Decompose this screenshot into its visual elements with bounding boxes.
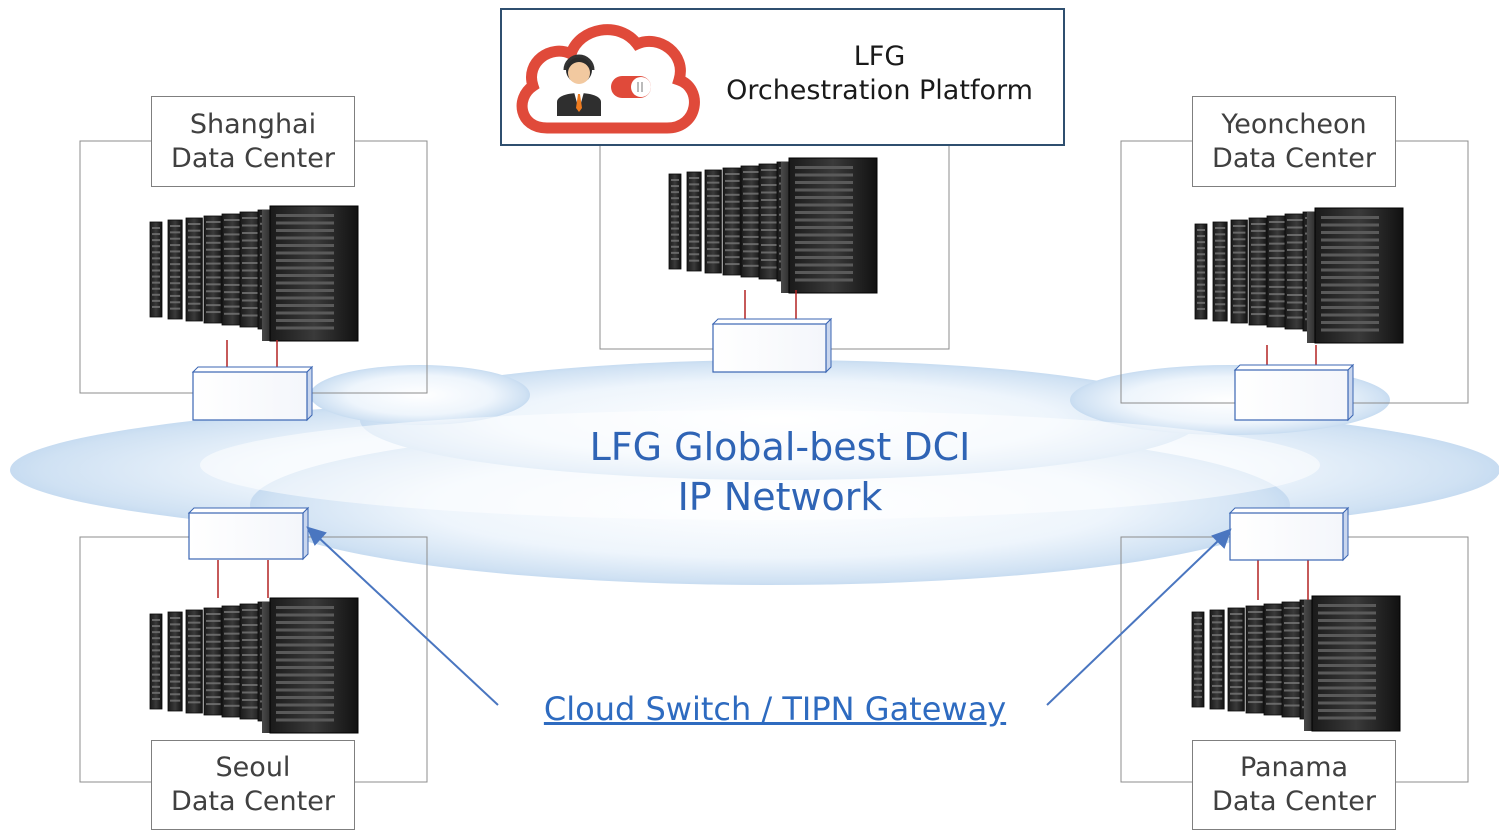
shanghai-label-line1: Shanghai	[189, 108, 317, 140]
server-cabinet-icon	[1311, 595, 1401, 732]
server-cabinet-icon	[269, 597, 359, 734]
panama-switch	[1228, 506, 1350, 562]
network-title-line1: LFG Global-best DCI	[589, 425, 971, 469]
platform-servers	[668, 157, 878, 294]
seoul-servers	[149, 597, 359, 734]
seoul-switch	[187, 506, 310, 561]
yeoncheon-switch	[1233, 363, 1355, 422]
panama-label: Panama Data Center	[1192, 740, 1396, 830]
server-cabinet-icon	[1314, 207, 1404, 344]
arrow-left	[317, 536, 499, 706]
platform-title: LFG Orchestration Platform	[712, 40, 1047, 108]
panama-label-line2: Data Center	[1212, 786, 1376, 817]
seoul-label-line2: Data Center	[171, 786, 335, 817]
cloud-support-logo-icon	[516, 24, 700, 134]
platform-switch	[711, 317, 833, 374]
platform-title-line2: Orchestration Platform	[726, 75, 1033, 106]
rack-links	[217, 290, 1317, 600]
shanghai-switch	[191, 365, 314, 422]
network-cloud	[10, 360, 1499, 585]
gateway-label-link[interactable]: Cloud Switch / TIPN Gateway	[543, 690, 1007, 728]
yeoncheon-label-line1: Yeoncheon	[1221, 108, 1367, 140]
seoul-label: Seoul Data Center	[151, 740, 355, 830]
platform-title-line1: LFG	[853, 41, 906, 72]
network-title: LFG Global-best DCI IP Network	[480, 422, 1080, 522]
gateway-arrows	[306, 526, 1232, 706]
shanghai-label: Shanghai Data Center	[151, 96, 355, 187]
arrow-left-head	[306, 526, 327, 546]
network-title-line2: IP Network	[677, 475, 883, 519]
shanghai-label-line2: Data Center	[171, 142, 335, 174]
yeoncheon-label-line2: Data Center	[1212, 142, 1376, 174]
yeoncheon-label: Yeoncheon Data Center	[1192, 96, 1396, 187]
shanghai-servers	[149, 205, 359, 342]
panama-servers	[1191, 595, 1401, 732]
orchestration-platform-box: LFG Orchestration Platform	[500, 8, 1065, 146]
seoul-label-line1: Seoul	[215, 752, 291, 783]
arrow-right-head	[1211, 528, 1232, 549]
arrow-right	[1046, 539, 1220, 706]
panama-label-line1: Panama	[1239, 752, 1349, 783]
server-cabinet-icon	[788, 157, 878, 294]
yeoncheon-servers	[1194, 207, 1404, 344]
server-cabinet-icon	[269, 205, 359, 342]
